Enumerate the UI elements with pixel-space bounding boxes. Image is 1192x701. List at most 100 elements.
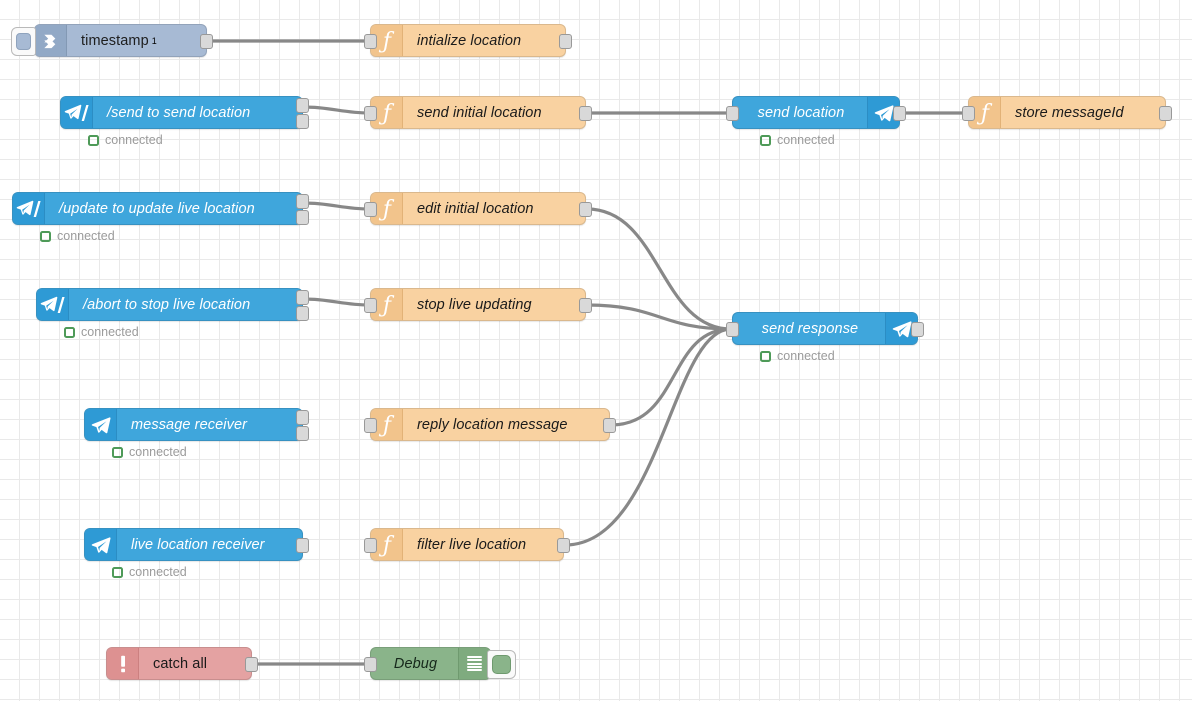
node-body: /abort to stop live location [69,289,302,320]
node-label: Debug [393,655,438,672]
debug-enable-toggle[interactable] [487,650,516,679]
output-port[interactable] [296,114,309,129]
node-cmd-abort[interactable]: /abort to stop live location [36,288,309,321]
input-port[interactable] [364,106,377,121]
node-tg-send-location[interactable]: send location [726,96,906,129]
output-port[interactable] [296,426,309,441]
telegram-command-icon [61,97,93,128]
node-label: /update to update live location [59,200,255,217]
node-body: send initial location [403,97,585,128]
node-body: /update to update live location [45,193,302,224]
debug-list-icon[interactable] [458,648,490,679]
node-body: stop live updating [403,289,585,320]
svg-text:ƒ: ƒ [378,533,395,557]
node-status: connected [112,565,187,579]
output-port[interactable] [200,34,213,49]
node-fn-intialize-location[interactable]: ƒ intialize location [364,24,572,57]
node-fn-send-initial-location[interactable]: ƒ send initial location [364,96,592,129]
wire-fn-stop-live-updating-to-tg-send-response[interactable] [585,303,733,331]
node-label: store messageId [1015,104,1124,121]
output-port[interactable] [603,418,616,433]
telegram-command-icon [37,289,69,320]
output-port[interactable] [893,106,906,121]
node-body: send location [733,97,867,128]
node-label: /abort to stop live location [83,296,251,313]
svg-text:ƒ: ƒ [378,293,395,317]
node-label: send initial location [417,104,542,121]
input-port[interactable] [364,34,377,49]
node-tg-live-location-receiver[interactable]: live location receiver [84,528,309,561]
output-port[interactable] [245,657,258,672]
node-status: connected [760,133,835,147]
output-port[interactable] [296,290,309,305]
input-port[interactable] [364,298,377,313]
status-indicator-icon [40,230,51,242]
output-port[interactable] [296,306,309,321]
node-catch-all[interactable]: catch all [106,647,258,680]
svg-text:ƒ: ƒ [378,101,395,125]
status-label: connected [105,133,163,147]
output-port[interactable] [559,34,572,49]
node-tg-message-receiver[interactable]: message receiver [84,408,309,441]
output-port[interactable] [911,322,924,337]
wire-fn-edit-initial-location-to-tg-send-response[interactable] [585,207,733,331]
svg-text:ƒ: ƒ [976,101,993,125]
node-cmd-send[interactable]: /send to send location [60,96,309,129]
wire-cmd-send-to-fn-send-initial-location[interactable] [302,105,371,115]
function-f-icon: ƒ [371,97,403,128]
inject-trigger-button[interactable] [11,27,36,56]
svg-text:ƒ: ƒ [378,413,395,437]
input-port[interactable] [726,322,739,337]
node-fn-reply-location-message[interactable]: ƒ reply location message [364,408,616,441]
output-port[interactable] [296,98,309,113]
output-port[interactable] [296,210,309,225]
output-port[interactable] [579,202,592,217]
node-tg-send-response[interactable]: send response [726,312,924,345]
node-fn-filter-live-location[interactable]: ƒ filter live location [364,528,570,561]
output-port[interactable] [557,538,570,553]
output-port[interactable] [296,538,309,553]
status-label: connected [129,565,187,579]
output-port[interactable] [579,106,592,121]
status-label: connected [81,325,139,339]
input-port[interactable] [364,538,377,553]
node-label: live location receiver [131,536,265,553]
node-label: intialize location [417,32,522,49]
svg-text:ƒ: ƒ [378,29,395,53]
node-body: intialize location [403,25,565,56]
input-port[interactable] [364,418,377,433]
node-body: message receiver [117,409,302,440]
wire-cmd-abort-to-fn-stop-live-updating[interactable] [302,297,371,307]
node-debug-node[interactable]: Debug [364,647,516,680]
wire-cmd-update-to-fn-edit-initial-location[interactable] [302,201,371,211]
node-label: reply location message [417,416,568,433]
output-port[interactable] [579,298,592,313]
input-port[interactable] [364,202,377,217]
node-label: filter live location [417,536,527,553]
node-cmd-update[interactable]: /update to update live location [12,192,309,225]
node-fn-store-messageid[interactable]: ƒ store messageId [962,96,1172,129]
node-body: reply location message [403,409,609,440]
wire-fn-reply-location-message-to-tg-send-response[interactable] [609,327,733,427]
node-label-superscript: 1 [151,35,157,46]
status-label: connected [129,445,187,459]
output-port[interactable] [296,194,309,209]
function-f-icon: ƒ [371,529,403,560]
status-label: connected [57,229,115,243]
inject-arrow-icon [35,25,67,56]
node-fn-edit-initial-location[interactable]: ƒ edit initial location [364,192,592,225]
node-body: edit initial location [403,193,585,224]
node-status: connected [760,349,835,363]
output-port[interactable] [1159,106,1172,121]
node-label: catch all [153,655,208,672]
output-port[interactable] [296,410,309,425]
input-port[interactable] [962,106,975,121]
input-port[interactable] [364,657,377,672]
node-fn-stop-live-updating[interactable]: ƒ stop live updating [364,288,592,321]
svg-text:ƒ: ƒ [378,197,395,221]
input-port[interactable] [726,106,739,121]
node-status: connected [40,229,115,243]
status-indicator-icon [760,134,771,146]
